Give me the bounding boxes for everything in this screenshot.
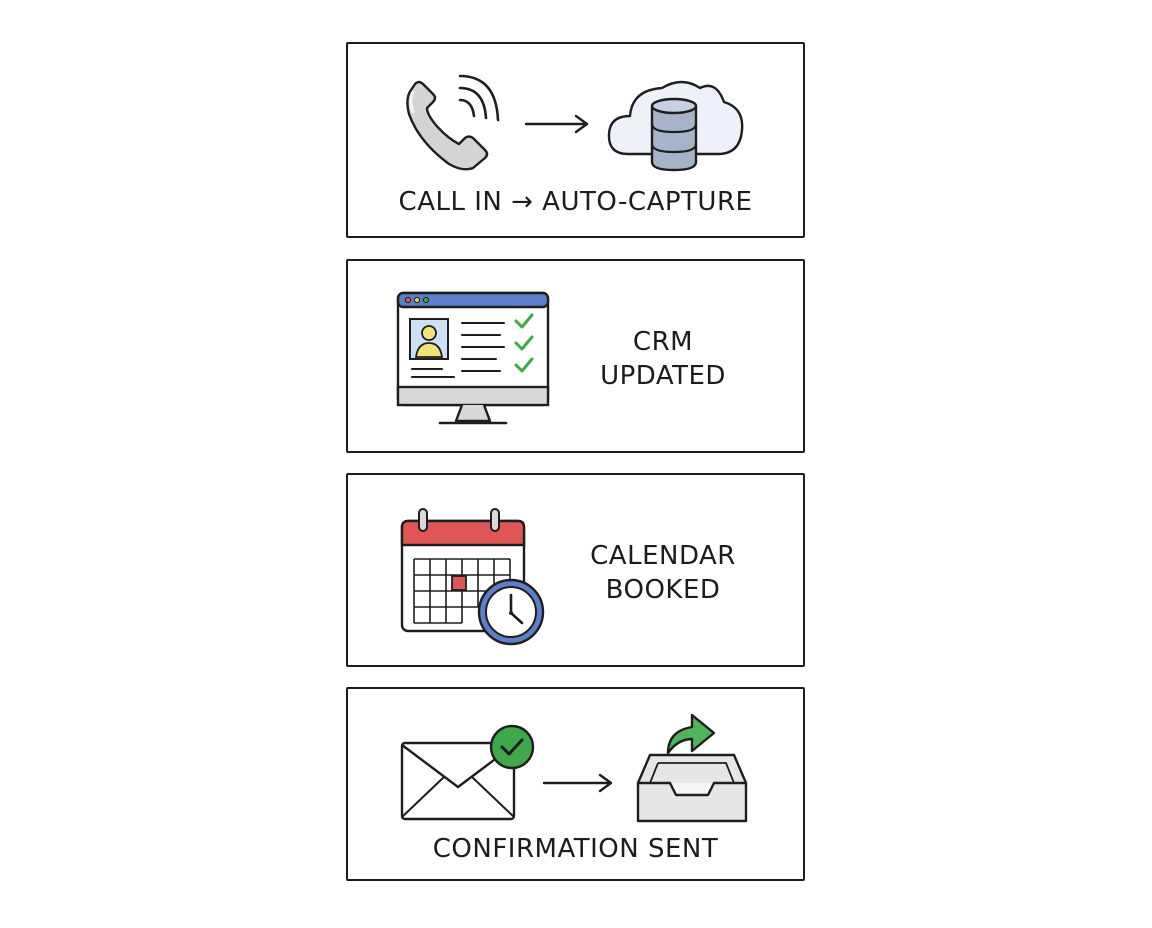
arrow-right-icon <box>524 114 589 134</box>
clock-icon <box>477 578 545 646</box>
step-label-line: CRM <box>632 327 694 357</box>
envelope-icon <box>400 741 516 821</box>
monitor-icon <box>396 291 550 425</box>
step-label-line: BOOKED <box>605 575 721 605</box>
step-call-in-panel: CALL IN → AUTO-CAPTURE <box>346 42 805 238</box>
check-badge-icon <box>489 724 535 770</box>
contact-card-icon <box>409 318 449 360</box>
step-label: CRM UPDATED <box>563 325 763 393</box>
share-arrow-icon <box>666 713 716 755</box>
arrow-right-icon <box>542 773 613 793</box>
step-label-line: CALENDAR <box>590 541 736 571</box>
database-icon <box>650 97 698 172</box>
step-label-line: UPDATED <box>600 361 726 391</box>
step-calendar-panel: CALENDAR BOOKED <box>346 473 805 667</box>
step-label: CALL IN → AUTO-CAPTURE <box>398 187 753 217</box>
step-confirmation-panel: CONFIRMATION SENT <box>346 687 805 881</box>
step-label: CALENDAR BOOKED <box>563 539 763 607</box>
inbox-tray-icon <box>636 753 748 823</box>
signal-waves-icon <box>458 74 500 122</box>
cloud-database-icon <box>607 80 744 172</box>
phone-icon <box>406 80 489 171</box>
step-crm-panel: CRM UPDATED <box>346 259 805 453</box>
step-label: CONFIRMATION SENT <box>432 834 719 864</box>
